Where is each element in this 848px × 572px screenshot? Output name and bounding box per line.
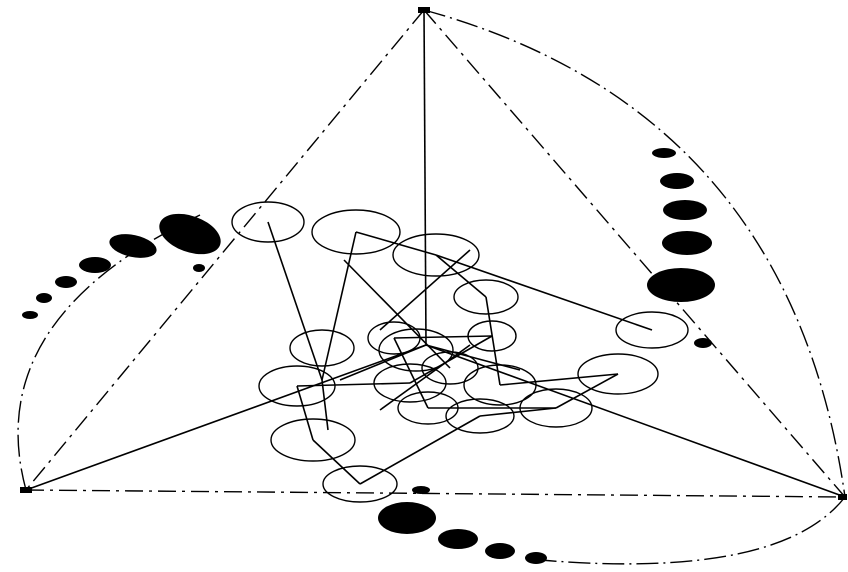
vertex-right xyxy=(838,494,847,500)
dot xyxy=(412,486,430,494)
dot xyxy=(485,543,515,559)
vertex-apex xyxy=(418,7,430,13)
dot xyxy=(154,206,226,262)
dot-chain-right xyxy=(647,148,715,348)
dot-chain-left xyxy=(22,206,226,319)
link xyxy=(394,336,492,338)
link xyxy=(480,408,556,416)
link xyxy=(360,416,480,484)
dot xyxy=(36,293,52,303)
link xyxy=(340,345,426,380)
dot xyxy=(660,173,694,189)
dot xyxy=(107,230,159,261)
dot xyxy=(79,257,111,273)
edge-apex-center xyxy=(424,10,426,345)
link xyxy=(297,383,410,386)
dot xyxy=(22,311,38,319)
link xyxy=(268,222,322,380)
arc-bottom xyxy=(540,497,845,564)
dot xyxy=(663,200,707,220)
dot xyxy=(662,231,712,255)
dot xyxy=(652,148,676,158)
link xyxy=(486,297,500,385)
arc-left xyxy=(18,215,200,490)
dot-chain-bottom xyxy=(378,486,547,564)
link xyxy=(436,255,652,330)
link xyxy=(322,232,356,380)
vertex-left xyxy=(20,487,32,493)
dot xyxy=(647,268,715,302)
dot xyxy=(694,338,712,348)
dot xyxy=(525,552,547,564)
edge-apex-right xyxy=(424,10,845,497)
dot xyxy=(378,502,436,534)
link xyxy=(322,380,328,430)
edge-center-right xyxy=(426,345,845,497)
dot xyxy=(193,264,205,272)
ring xyxy=(290,330,354,366)
dot xyxy=(55,276,77,288)
outer-arcs xyxy=(18,10,845,564)
edge-left-right xyxy=(26,490,845,497)
inner-links xyxy=(268,222,652,484)
link xyxy=(297,386,313,440)
dot xyxy=(438,529,478,549)
